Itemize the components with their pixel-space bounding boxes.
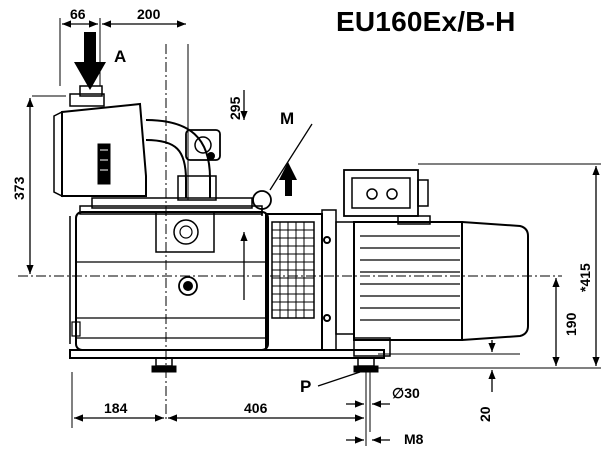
- dim-bolt-diameter: ∅30: [392, 385, 420, 401]
- pump-body: [69, 197, 269, 351]
- dim-overall-height: *415: [577, 263, 593, 292]
- inlet-arrow-icon: [74, 32, 106, 90]
- center-lines: [18, 18, 601, 446]
- dim-total-height: 373: [11, 176, 27, 200]
- dim-mid-length: 406: [244, 400, 268, 416]
- inlet-label: A: [114, 47, 126, 66]
- port-mark-label: P: [300, 377, 311, 396]
- base-feet: [69, 349, 385, 373]
- dimension-lines: [26, 20, 600, 444]
- dim-left-length: 184: [104, 400, 128, 416]
- motor: [343, 169, 529, 357]
- inlet-housing: [53, 85, 221, 201]
- dim-shaft-height: 190: [563, 312, 579, 336]
- dim-foot-height: 20: [477, 406, 493, 422]
- dim-thread: M8: [404, 431, 424, 447]
- lift-arrow-icon: [279, 162, 297, 196]
- dim-inlet-offset: 66: [70, 6, 86, 22]
- dim-top-depth: 295: [227, 96, 243, 120]
- motor-mark-label: M: [280, 109, 294, 128]
- dim-inlet-to-center: 200: [137, 6, 161, 22]
- coupling-section: [252, 190, 355, 351]
- drawing-title: EU160Ex/B-H: [336, 6, 516, 37]
